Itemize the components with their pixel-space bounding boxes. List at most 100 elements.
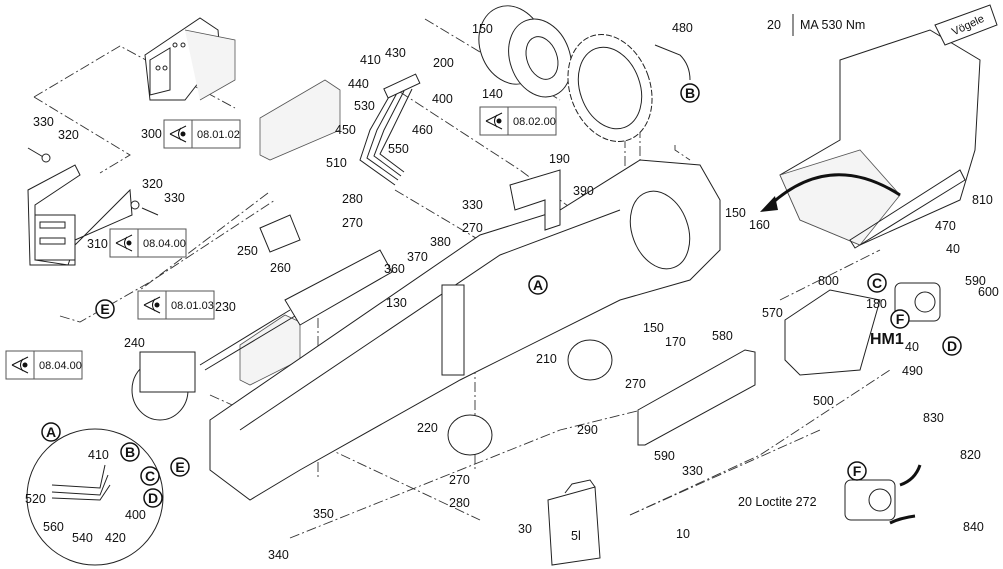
callout-number: 220 <box>417 421 438 435</box>
reference-page: 08.01.02 <box>197 129 240 141</box>
callout-number: 290 <box>577 423 598 437</box>
callout-number: 230 <box>215 300 236 314</box>
callout-number: 330 <box>682 464 703 478</box>
eye-view-icon <box>11 356 29 374</box>
reference-box[interactable]: 08.01.02 <box>163 119 241 149</box>
detail-marker: A <box>528 275 548 295</box>
hydraulic-motor-detail-f <box>844 464 922 525</box>
callout-number: 340 <box>268 548 289 562</box>
vogele-logo-arrow <box>934 4 998 46</box>
reference-page: 08.04.00 <box>143 238 186 250</box>
callout-number: 420 <box>105 531 126 545</box>
detail-a-circle <box>26 428 164 566</box>
callout-number: 400 <box>125 508 146 522</box>
callout-number: 500 <box>813 394 834 408</box>
callout-number: 840 <box>963 520 984 534</box>
callout-number: 440 <box>348 77 369 91</box>
reference-box[interactable]: 08.01.03 <box>137 290 215 320</box>
reference-box[interactable]: 08.04.00 <box>5 350 83 380</box>
callout-number: 270 <box>449 473 470 487</box>
detail-marker-letter: A <box>533 277 543 293</box>
hydraulic-hoses <box>359 73 421 186</box>
travel-drive-motor <box>478 5 572 98</box>
reference-page: 08.04.00 <box>39 360 82 372</box>
callout-number: 550 <box>388 142 409 156</box>
callout-number: 270 <box>625 377 646 391</box>
paver-overview <box>760 4 998 249</box>
callout-number: 460 <box>412 123 433 137</box>
counterweight-block <box>259 79 341 161</box>
sensor-cable <box>654 44 691 81</box>
callout-number: 810 <box>972 193 993 207</box>
callout-number: 200 <box>433 56 454 70</box>
callout-number: 260 <box>270 261 291 275</box>
reference-box[interactable]: 08.04.00 <box>109 228 187 258</box>
callout-number: 330 <box>33 115 54 129</box>
detail-marker-letter: E <box>175 459 184 475</box>
track-frame-130 <box>209 159 721 501</box>
callout-number: 360 <box>384 262 405 276</box>
callout-number: 350 <box>313 507 334 521</box>
detail-marker-letter: E <box>100 301 109 317</box>
rollers <box>447 339 613 456</box>
detail-marker: C <box>140 466 160 486</box>
callout-number: 520 <box>25 492 46 506</box>
covers <box>637 289 881 446</box>
torque-spec: MA 530 Nm <box>800 18 865 32</box>
detail-marker: D <box>143 488 163 508</box>
detail-marker-letter: C <box>872 275 882 291</box>
detail-marker-letter: F <box>896 311 905 327</box>
callout-number: 10 <box>676 527 690 541</box>
callout-number: 590 <box>654 449 675 463</box>
track-tensioner <box>199 214 393 371</box>
callout-number: 400 <box>432 92 453 106</box>
loctite-note: 20 Loctite 272 <box>738 495 817 509</box>
torque-item: 20 <box>767 18 781 32</box>
detail-marker: D <box>942 336 962 356</box>
callout-number: 540 <box>72 531 93 545</box>
callout-number: 410 <box>360 53 381 67</box>
eye-view-icon <box>143 296 161 314</box>
callout-number: 570 <box>762 306 783 320</box>
callout-number: 40 <box>946 242 960 256</box>
eye-view-icon <box>485 112 503 130</box>
callout-number: 490 <box>902 364 923 378</box>
callout-number: 430 <box>385 46 406 60</box>
detail-marker-letter: A <box>46 424 56 440</box>
detail-marker-letter: B <box>685 85 695 101</box>
callout-number: 560 <box>43 520 64 534</box>
callout-number: 30 <box>518 522 532 536</box>
callout-number: 150 <box>725 206 746 220</box>
callout-number: 270 <box>462 221 483 235</box>
callout-number: 470 <box>935 219 956 233</box>
detail-marker: E <box>95 299 115 319</box>
detail-marker-letter: D <box>148 490 158 506</box>
detail-a-hoses <box>51 464 111 501</box>
hydraulic-motor-hm1 <box>894 282 941 322</box>
reference-page: 08.02.00 <box>513 116 556 128</box>
reference-box[interactable]: 08.02.00 <box>479 106 557 136</box>
detail-marker-letter: F <box>853 463 862 479</box>
eye-view-icon <box>115 234 133 252</box>
oil-canister <box>547 479 601 566</box>
detail-marker: A <box>41 422 61 442</box>
callout-number: 510 <box>326 156 347 170</box>
detail-marker: F <box>847 461 867 481</box>
callout-number: 270 <box>342 216 363 230</box>
callout-number: 250 <box>237 244 258 258</box>
drive-sprocket <box>567 34 653 142</box>
callout-number: 240 <box>124 336 145 350</box>
callout-number: 170 <box>665 335 686 349</box>
callout-number: 140 <box>482 87 503 101</box>
track-pad-assembly <box>144 17 236 101</box>
callout-number: 320 <box>58 128 79 142</box>
callout-number: 190 <box>549 152 570 166</box>
canister-volume: 5l <box>571 529 581 543</box>
callout-number: 820 <box>960 448 981 462</box>
callout-number: 590 <box>965 274 986 288</box>
callout-number: 330 <box>462 198 483 212</box>
callout-number: 210 <box>536 352 557 366</box>
eye-view-icon <box>169 125 187 143</box>
detail-marker-letter: C <box>145 468 155 484</box>
